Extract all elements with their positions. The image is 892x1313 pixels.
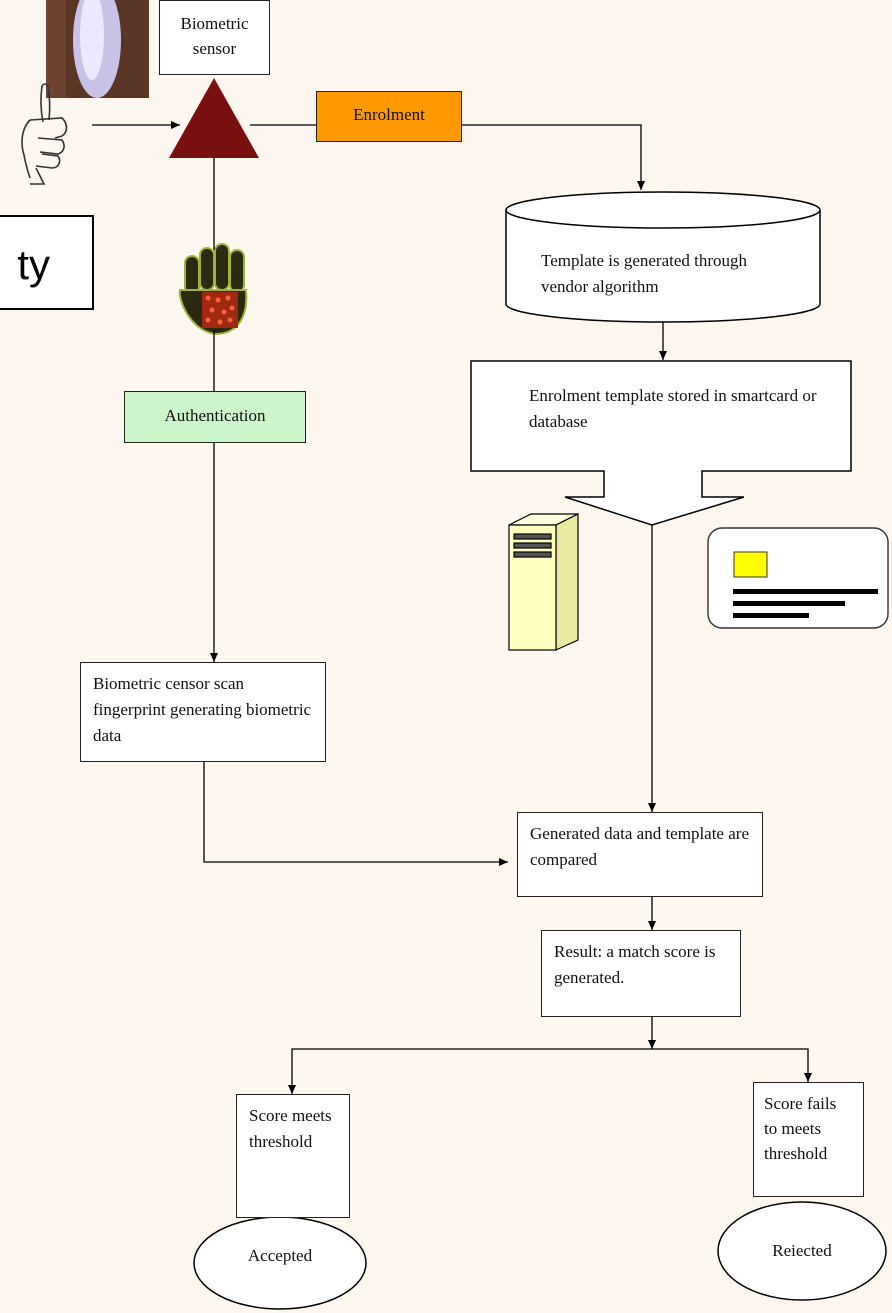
biometric-sensor-label: Biometric sensor	[180, 14, 249, 58]
biometric-sensor-box: Biometric sensor	[159, 0, 270, 75]
score-meets-label: Score meets threshold	[249, 1106, 332, 1151]
partial-title-text: ty	[17, 241, 50, 288]
template-stored-text: Enrolment template stored in smartcard o…	[529, 386, 817, 431]
storage-callout	[470, 360, 852, 526]
compared-label: Generated data and template are compared	[530, 824, 749, 869]
censor-scan-box: Biometric censor scan fingerprint genera…	[80, 662, 326, 762]
database-cylinder	[505, 191, 821, 323]
finger-photo	[46, 0, 149, 98]
score-meets-box: Score meets threshold	[236, 1094, 350, 1218]
censor-scan-label: Biometric censor scan fingerprint genera…	[93, 674, 312, 745]
score-fails-label: Score fails to meets threshold	[764, 1094, 837, 1163]
hand-scan-icon	[178, 243, 248, 336]
enrolment-label: Enrolment	[353, 105, 425, 124]
smartcard-icon	[707, 527, 889, 629]
sensor-triangle	[169, 78, 259, 158]
rejected-label: Reiected	[772, 1241, 832, 1260]
compared-box: Generated data and template are compared	[517, 812, 763, 897]
score-fails-box: Score fails to meets threshold	[753, 1082, 864, 1197]
template-generated-text: Template is generated through vendor alg…	[541, 251, 748, 296]
accepted-label: Accepted	[247, 1246, 313, 1265]
pointing-hand-icon	[21, 83, 68, 185]
result-label: Result: a match score is generated.	[554, 942, 716, 987]
server-icon	[508, 513, 579, 651]
enrolment-box: Enrolment	[316, 91, 462, 142]
authentication-box: Authentication	[124, 391, 306, 443]
partial-title-box: ty	[0, 215, 94, 310]
authentication-label: Authentication	[164, 406, 266, 425]
result-box: Result: a match score is generated.	[541, 930, 741, 1017]
rejected-ellipse	[717, 1201, 887, 1301]
